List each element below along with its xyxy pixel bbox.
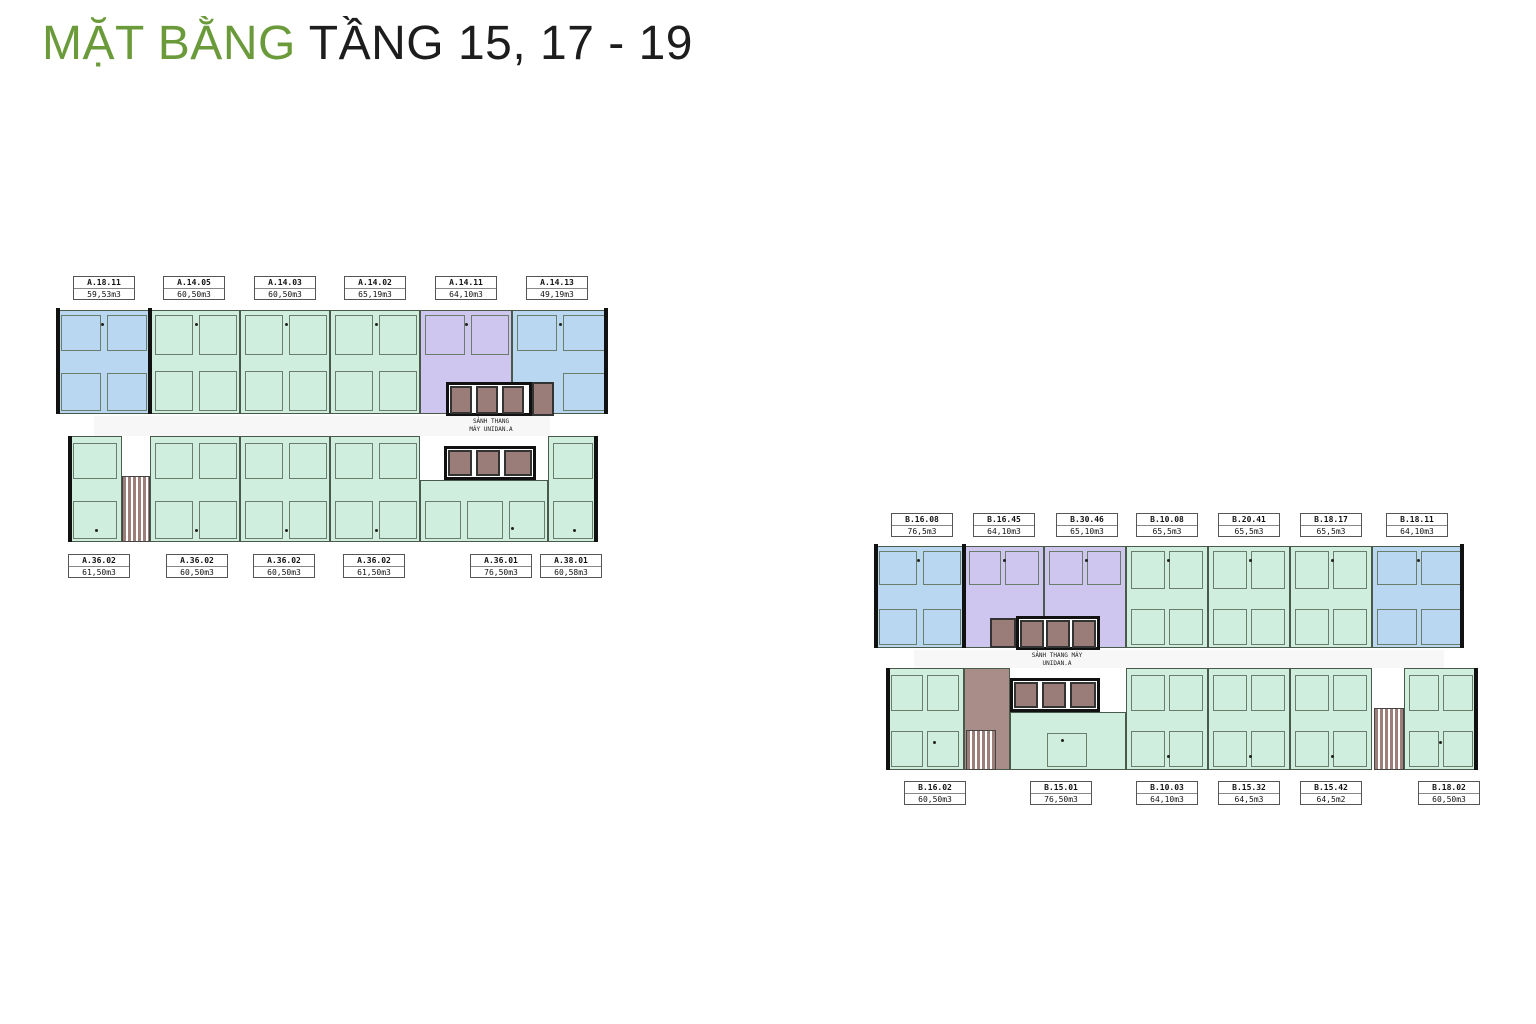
wall bbox=[1460, 544, 1464, 648]
lobby-label: SẢNH THANG MÁY UNIDAN.A bbox=[1031, 652, 1083, 667]
corridor bbox=[914, 650, 1444, 668]
apartment-unit bbox=[1372, 546, 1464, 648]
apartment-unit bbox=[1290, 546, 1372, 648]
elevator-shaft bbox=[476, 386, 498, 414]
elevator-shaft bbox=[1070, 682, 1096, 708]
service-room bbox=[990, 618, 1016, 648]
elevator-shaft bbox=[502, 386, 524, 414]
elevator-shaft bbox=[1014, 682, 1038, 708]
apartment-unit bbox=[1404, 668, 1478, 770]
apartment-unit bbox=[886, 668, 964, 770]
title-part-dark: TẦNG 15, 17 - 19 bbox=[308, 17, 693, 70]
wall bbox=[886, 668, 890, 770]
apartment-unit bbox=[512, 310, 608, 414]
title-part-green: MẶT BẰNG bbox=[42, 17, 296, 70]
apartment-unit bbox=[1010, 712, 1126, 770]
corridor bbox=[94, 416, 550, 436]
wall bbox=[594, 436, 598, 542]
wall bbox=[962, 544, 966, 648]
apartment-unit bbox=[56, 310, 150, 414]
wall bbox=[56, 308, 60, 414]
staircase bbox=[122, 476, 150, 542]
page-title: MẶT BẰNG TẦNG 15, 17 - 19 bbox=[42, 14, 693, 74]
elevator-shaft bbox=[1020, 620, 1044, 648]
apartment-unit bbox=[1126, 546, 1208, 648]
apartment-unit bbox=[420, 480, 548, 542]
apartment-unit bbox=[1290, 668, 1372, 770]
apartment-unit bbox=[1126, 668, 1208, 770]
apartment-unit bbox=[548, 436, 598, 542]
wall bbox=[874, 544, 878, 648]
apartment-unit bbox=[150, 436, 240, 542]
apartment-unit bbox=[150, 310, 240, 414]
apartment-unit bbox=[240, 310, 330, 414]
elevator-shaft bbox=[1072, 620, 1096, 648]
apartment-unit bbox=[1208, 668, 1290, 770]
elevator-shaft bbox=[1046, 620, 1070, 648]
apartment-unit bbox=[68, 436, 122, 542]
staircase bbox=[1374, 708, 1404, 770]
staircase bbox=[966, 730, 996, 770]
apartment-unit bbox=[330, 436, 420, 542]
apartment-unit bbox=[240, 436, 330, 542]
wall bbox=[604, 308, 608, 414]
apartment-unit bbox=[874, 546, 964, 648]
elevator-shaft bbox=[1042, 682, 1066, 708]
wall bbox=[148, 308, 152, 414]
elevator-shaft bbox=[450, 386, 472, 414]
elevator-shaft bbox=[476, 450, 500, 476]
wall bbox=[1474, 668, 1478, 770]
elevator-shaft bbox=[448, 450, 472, 476]
lobby-label: SẢNH THANG MÁY UNIDAN.A bbox=[469, 418, 513, 433]
elevator-shaft bbox=[504, 450, 532, 476]
wall bbox=[68, 436, 72, 542]
service-room bbox=[532, 382, 554, 416]
apartment-unit bbox=[1208, 546, 1290, 648]
apartment-unit bbox=[330, 310, 420, 414]
